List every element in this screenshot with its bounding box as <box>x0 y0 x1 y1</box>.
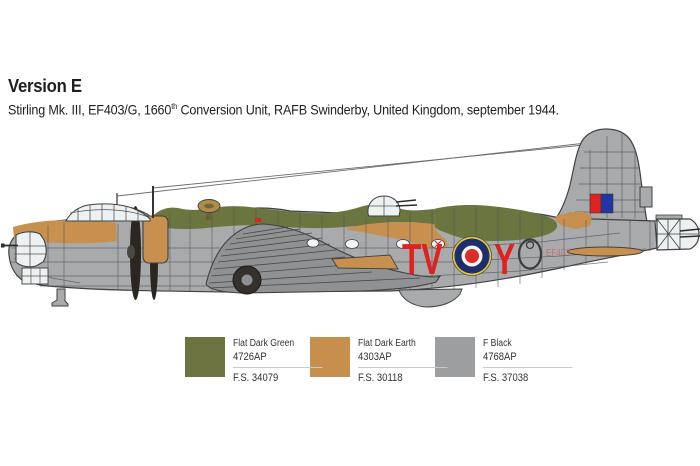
nose-turret <box>1 231 47 268</box>
paint-code: 4768AP <box>483 351 517 363</box>
squadron-code-right: Y <box>494 235 515 284</box>
boarding-step <box>51 288 69 307</box>
paint-fs-number: F.S. 37038 <box>483 372 529 384</box>
main-wheel <box>232 265 262 295</box>
rear-guns <box>679 228 700 238</box>
propeller <box>127 206 169 300</box>
flap-fairing <box>331 254 399 270</box>
paint-name: Flat Dark Earth <box>358 338 416 349</box>
spinner <box>127 245 135 259</box>
portholes <box>306 238 445 249</box>
paint-name: F Black <box>483 338 512 349</box>
tailplane <box>567 246 643 257</box>
color-chip-black <box>435 337 475 377</box>
antenna-wires <box>116 140 605 197</box>
header: Version E Stirling Mk. III, EF403/G, 166… <box>8 76 688 118</box>
caption-text-pre: Stirling Mk. III, EF403/G, 1660 <box>8 101 172 118</box>
paint-fs-number: F.S. 34079 <box>233 372 279 384</box>
rear-turret <box>655 214 700 251</box>
color-chip-earth <box>310 337 350 377</box>
roundel <box>452 236 492 276</box>
paint-swatch-legend: Flat Dark Green 4726AP F.S. 34079 Flat D… <box>185 337 573 384</box>
paint-code: 4726AP <box>233 351 267 363</box>
engine-cowling <box>142 215 169 264</box>
rudder-trim-tab <box>639 186 653 208</box>
paint-code: 4303AP <box>358 351 392 363</box>
df-loop-antenna <box>197 199 221 220</box>
caption-text-post: Conversion Unit, RAFB Swinderby, United … <box>177 101 559 118</box>
serial-number: EF403 <box>546 247 570 258</box>
divider <box>358 367 448 368</box>
swatch-flat-dark-earth: Flat Dark Earth 4303AP F.S. 30118 <box>310 337 448 384</box>
swatch-flat-dark-green: Flat Dark Green 4726AP F.S. 34079 <box>185 337 323 384</box>
cockpit-canopy <box>65 203 151 222</box>
paint-name: Flat Dark Green <box>233 338 295 349</box>
dorsal-turret <box>362 195 418 218</box>
caption-ordinal: th <box>171 101 178 111</box>
swatch-f-black: F Black 4768AP F.S. 37038 <box>435 337 573 384</box>
bomb-aimer-window <box>21 267 49 285</box>
squadron-code-left: TV <box>402 235 443 284</box>
fairing-red-marker <box>255 218 261 222</box>
dorsal-guns <box>395 199 418 207</box>
tail-fin <box>551 128 653 223</box>
tail-wheel-fairing <box>398 288 463 308</box>
divider <box>233 367 323 368</box>
page-title: Version E <box>8 76 82 96</box>
crew-door <box>517 238 543 270</box>
version-caption: Stirling Mk. III, EF403/G, 1660th Conver… <box>8 101 620 118</box>
paint-fs-number: F.S. 30118 <box>358 372 403 384</box>
first-aid-mark <box>434 240 442 248</box>
divider <box>483 367 573 368</box>
fin-flash <box>589 193 614 214</box>
color-chip-green <box>185 337 225 377</box>
